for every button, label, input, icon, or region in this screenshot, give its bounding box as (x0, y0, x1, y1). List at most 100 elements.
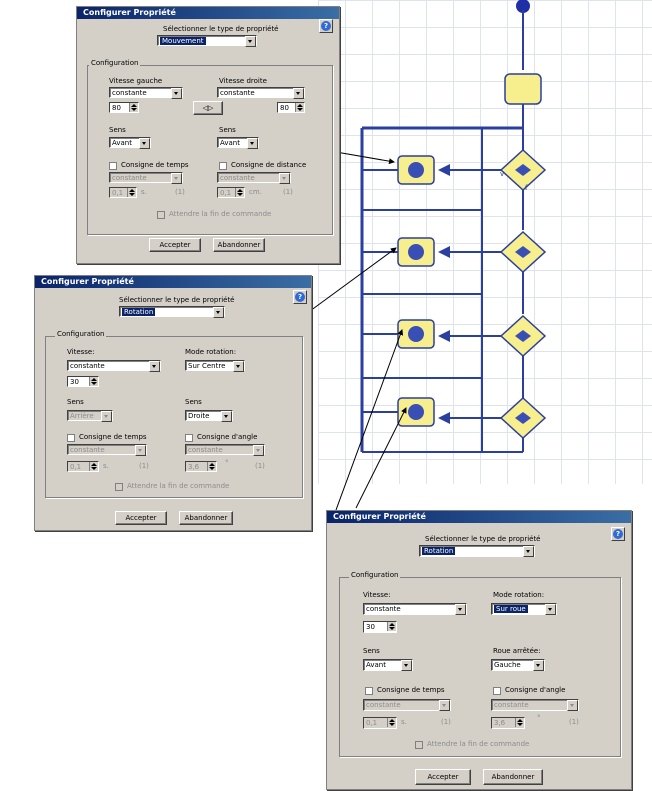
distance-label: Consigne de distance (231, 161, 307, 169)
start-node[interactable] (516, 0, 530, 13)
time-count: (1) (441, 718, 451, 726)
help-button[interactable]: ? (293, 290, 307, 304)
diamond-arrows-icon: ◁▷ (202, 104, 214, 112)
accept-button[interactable]: Accepter (415, 769, 471, 785)
config-group (87, 65, 333, 235)
time-label: Consigne de temps (121, 161, 189, 169)
mode-select[interactable]: Sur roue (491, 603, 557, 615)
config-group (339, 577, 621, 757)
left-speed-select[interactable]: constante (109, 87, 183, 99)
distance-stepper[interactable]: 0,1 (217, 187, 245, 198)
sens-right-select[interactable]: Droite (185, 410, 233, 422)
sens-left-select[interactable]: Avant (109, 137, 151, 149)
flowchart-canvas (318, 0, 652, 484)
chevron-down-icon (213, 307, 224, 318)
wait-checkbox[interactable] (415, 741, 423, 749)
chevron-down-icon (139, 138, 150, 149)
help-icon: ? (295, 292, 305, 302)
speed-label: Vitesse: (363, 591, 391, 599)
config-group-label: Configuration (89, 59, 141, 67)
time-checkbox[interactable] (67, 434, 75, 442)
sens-right-select[interactable]: Avant (217, 137, 259, 149)
distance-unit: cm. (249, 188, 262, 196)
wait-label: Attendre la fin de commande (427, 740, 530, 748)
time-stepper[interactable]: 0,1 (67, 461, 99, 472)
time-select[interactable]: constante (67, 444, 147, 456)
angle-stepper[interactable]: 3,6 (185, 461, 217, 472)
speed-stepper[interactable]: 30 (363, 621, 397, 633)
distance-select[interactable]: constante (217, 172, 291, 184)
wait-checkbox[interactable] (115, 483, 123, 491)
wait-label: Attendre la fin de commande (169, 210, 272, 218)
angle-count: (1) (255, 462, 265, 470)
sens-left-label: Sens (67, 398, 84, 406)
time-select[interactable]: constante (109, 172, 183, 184)
time-unit: s. (141, 188, 147, 196)
chevron-down-icon (455, 604, 466, 615)
chevron-down-icon (233, 361, 244, 372)
time-checkbox[interactable] (365, 687, 373, 695)
branch-label-v: v (500, 170, 505, 178)
mode-label: Mode rotation: (493, 591, 545, 599)
wheel-label: Roue arrêtée: (493, 647, 541, 655)
distance-count: (1) (283, 188, 293, 196)
left-speed-label: Vitesse gauche (109, 77, 163, 85)
time-checkbox[interactable] (109, 162, 117, 170)
chevron-down-icon (149, 361, 160, 372)
chevron-down-icon (245, 36, 256, 47)
angle-label: Consigne d'angle (505, 686, 566, 694)
type-select[interactable]: Rotation (119, 306, 225, 318)
link-speeds-button[interactable]: ◁▷ (193, 101, 223, 115)
sens-left-label: Sens (109, 126, 126, 134)
angle-unit: ° (537, 714, 541, 722)
chevron-down-icon (401, 660, 412, 671)
distance-checkbox[interactable] (219, 162, 227, 170)
help-button[interactable]: ? (319, 19, 333, 33)
dialog-rotation-roue: Configurer Propriété ? Sélectionner le t… (326, 510, 632, 790)
type-select[interactable]: Rotation (419, 545, 535, 557)
sens-right-label: Sens (219, 126, 236, 134)
left-speed-stepper[interactable]: 80 (109, 102, 139, 113)
angle-select[interactable]: constante (491, 699, 579, 711)
wait-checkbox[interactable] (157, 211, 165, 219)
wait-label: Attendre la fin de commande (127, 482, 230, 490)
branch-label-f: f (525, 184, 528, 192)
time-select[interactable]: constante (363, 699, 451, 711)
config-group (45, 336, 303, 498)
wheel-select[interactable]: Gauche (491, 659, 545, 671)
help-button[interactable]: ? (611, 527, 625, 541)
cancel-button[interactable]: Abandonner (213, 238, 265, 252)
type-label: Sélectionner le type de propriété (425, 535, 541, 543)
time-stepper[interactable]: 0,1 (363, 717, 397, 729)
angle-checkbox[interactable] (185, 434, 193, 442)
speed-label: Vitesse: (67, 348, 95, 356)
time-count: (1) (175, 188, 185, 196)
angle-checkbox[interactable] (493, 687, 501, 695)
chevron-down-icon (171, 88, 182, 99)
angle-label: Consigne d'angle (197, 433, 258, 441)
accept-button[interactable]: Accepter (115, 511, 167, 525)
angle-unit: ° (225, 459, 229, 467)
angle-stepper[interactable]: 3,6 (491, 717, 525, 729)
speed-select[interactable]: constante (363, 603, 467, 615)
cancel-button[interactable]: Abandonner (179, 511, 233, 525)
time-unit: s. (103, 462, 109, 470)
cancel-button[interactable]: Abandonner (483, 769, 543, 785)
sens-left-select[interactable]: Arrière (67, 410, 113, 422)
help-icon: ? (613, 529, 623, 539)
angle-count: (1) (569, 718, 579, 726)
wait-node[interactable] (504, 73, 542, 105)
sens-select[interactable]: Avant (363, 659, 413, 671)
time-stepper[interactable]: 0,1 (109, 187, 137, 198)
angle-select[interactable]: constante (185, 444, 265, 456)
right-speed-stepper[interactable]: 80 (277, 102, 305, 113)
chevron-down-icon (293, 88, 304, 99)
speed-stepper[interactable]: 30 (67, 376, 99, 387)
time-count: (1) (139, 462, 149, 470)
accept-button[interactable]: Accepter (149, 238, 201, 252)
speed-select[interactable]: constante (67, 360, 161, 372)
type-select[interactable]: Mouvement (157, 35, 257, 47)
right-speed-select[interactable]: constante (217, 87, 305, 99)
dialog-mouvement: Configurer Propriété ? Sélectionner le t… (76, 6, 340, 264)
mode-select[interactable]: Sur Centre (185, 360, 245, 372)
